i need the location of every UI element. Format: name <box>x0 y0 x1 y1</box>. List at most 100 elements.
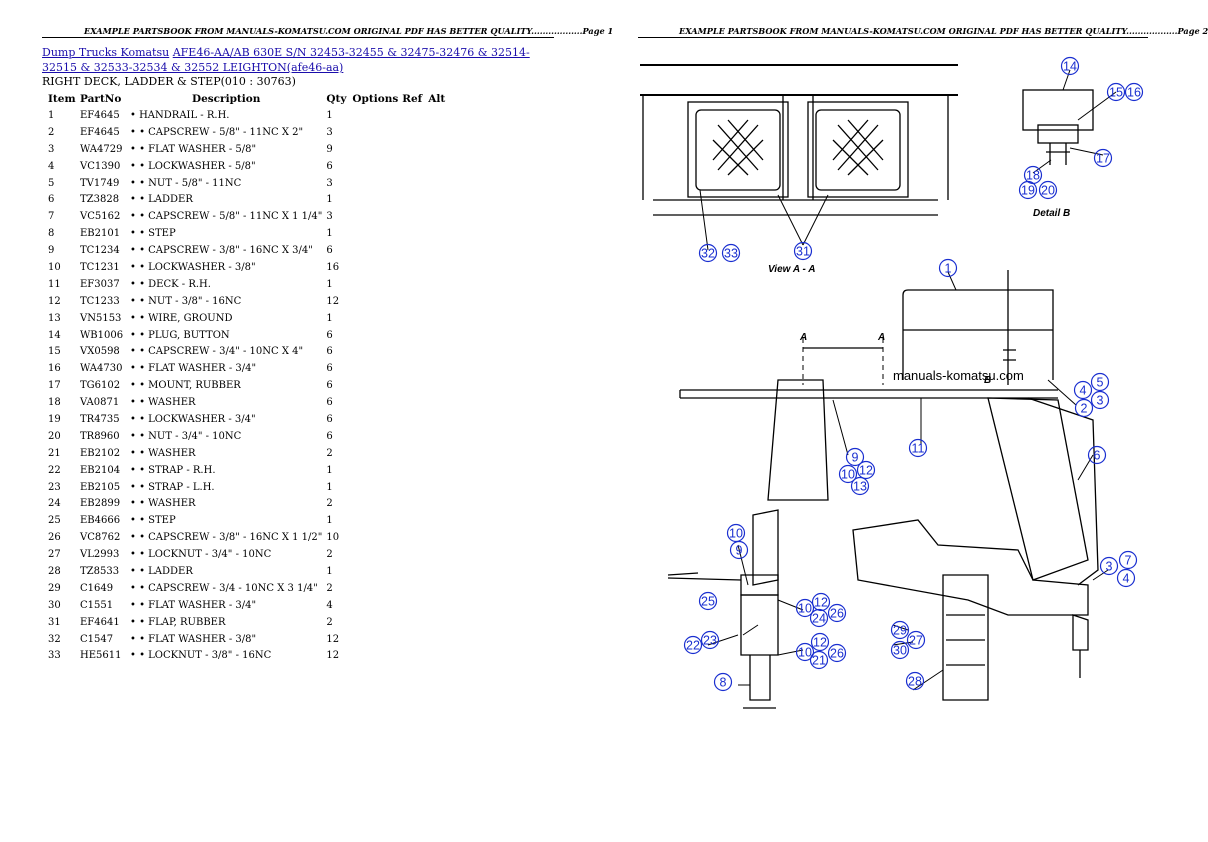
cell-partno: TG6102 <box>80 380 121 392</box>
cell-description: • • DECK - R.H. <box>130 278 211 290</box>
cell-options <box>350 310 400 327</box>
cell-description: • • MOUNT, RUBBER <box>130 380 241 392</box>
cell-options <box>350 529 400 546</box>
cell-qty: 6 <box>326 413 333 425</box>
col-header-partno: PartNo <box>80 92 122 105</box>
cell-item: 17 <box>48 380 61 392</box>
cell-partno: C1551 <box>80 599 114 611</box>
cell-ref <box>400 208 426 225</box>
callout-3: 3 <box>1099 556 1119 576</box>
view-a-a-label: View A - A <box>768 264 815 275</box>
cell-qty: 12 <box>326 295 340 307</box>
callout-21: 21 <box>809 650 829 670</box>
callout-label: 4 <box>1080 384 1087 398</box>
callout-12: 12 <box>811 592 831 612</box>
cell-alt <box>426 124 452 141</box>
cell-partno: VA0871 <box>80 397 120 409</box>
cell-partno: VC1390 <box>80 160 121 172</box>
callout-label: 25 <box>701 595 715 609</box>
callout-label: 22 <box>686 639 700 653</box>
cell-item: 29 <box>48 582 61 594</box>
cell-description: • • FLAT WASHER - 3/8" <box>130 633 257 645</box>
cell-item: 31 <box>48 616 61 628</box>
cell-ref <box>400 580 426 597</box>
cell-qty: 6 <box>326 397 333 409</box>
cell-alt <box>426 242 452 259</box>
cell-ref <box>400 141 426 158</box>
callout-label: 11 <box>912 442 925 456</box>
callout-10: 10 <box>726 523 746 543</box>
cell-item: 21 <box>48 447 61 459</box>
cell-ref <box>400 631 426 648</box>
cell-qty: 2 <box>326 549 333 561</box>
callout-label: 21 <box>812 654 826 668</box>
cell-qty: 1 <box>326 278 333 290</box>
callout-label: 10 <box>729 527 743 541</box>
cell-item: 20 <box>48 430 61 442</box>
breadcrumb-link-model[interactable]: AFE46-AA/AB 630E S/N 32453-32455 & 32475… <box>42 46 530 74</box>
cell-ref <box>400 614 426 631</box>
callout-label: 26 <box>830 647 844 661</box>
cell-item: 8 <box>48 228 55 240</box>
callout-12: 12 <box>856 460 876 480</box>
parts-diagram: View A - A Detail B A A B manuals-komats… <box>640 56 1144 709</box>
cell-alt <box>426 293 452 310</box>
cell-partno: EF4645 <box>80 109 120 121</box>
cell-item: 28 <box>48 565 61 577</box>
cell-description: • • LADDER <box>130 194 193 206</box>
cell-item: 4 <box>48 160 55 172</box>
cell-options <box>350 242 400 259</box>
callout-label: 23 <box>703 634 717 648</box>
cell-alt <box>426 479 452 496</box>
cell-ref <box>400 259 426 276</box>
cell-description: • • STRAP - R.H. <box>130 464 216 476</box>
cell-partno: TC1231 <box>80 261 120 273</box>
cell-alt <box>426 191 452 208</box>
cell-description: • • FLAT WASHER - 3/4" <box>130 599 257 611</box>
callout-3: 3 <box>1090 390 1110 410</box>
cell-partno: WA4729 <box>80 143 123 155</box>
cell-ref <box>400 225 426 242</box>
callout-label: 29 <box>893 624 907 638</box>
cell-partno: VX0598 <box>80 346 120 358</box>
cell-qty: 6 <box>326 329 333 341</box>
cell-options <box>350 546 400 563</box>
callout-label: 9 <box>852 451 859 465</box>
cell-alt <box>426 445 452 462</box>
callout-15: 15 <box>1106 82 1126 102</box>
cell-alt <box>426 259 452 276</box>
cell-qty: 4 <box>326 599 333 611</box>
detail-b-drawing <box>1022 69 1117 174</box>
breadcrumb-link-dump-trucks[interactable]: Dump Trucks Komatsu <box>42 46 170 59</box>
callout-label: 12 <box>859 464 873 478</box>
cell-qty: 2 <box>326 582 333 594</box>
cell-item: 16 <box>48 363 61 375</box>
callout-label: 14 <box>1063 60 1077 74</box>
cell-description: • • CAPSCREW - 5/8" - 11NC X 1 1/4" <box>130 211 323 223</box>
callout-2: 2 <box>1074 398 1094 418</box>
cell-alt <box>426 343 452 360</box>
cell-qty: 1 <box>326 515 333 527</box>
callout-24: 24 <box>809 608 829 628</box>
cell-partno: EB2899 <box>80 498 121 510</box>
col-header-options: Options <box>352 92 399 105</box>
callout-label: 3 <box>1097 394 1104 408</box>
callout-1: 1 <box>938 258 958 278</box>
callout-9: 9 <box>729 540 749 560</box>
cell-ref <box>400 546 426 563</box>
callout-label: 10 <box>841 468 855 482</box>
cell-ref <box>400 495 426 512</box>
cell-partno: HE5611 <box>80 650 122 662</box>
cell-partno: EF4645 <box>80 126 120 138</box>
